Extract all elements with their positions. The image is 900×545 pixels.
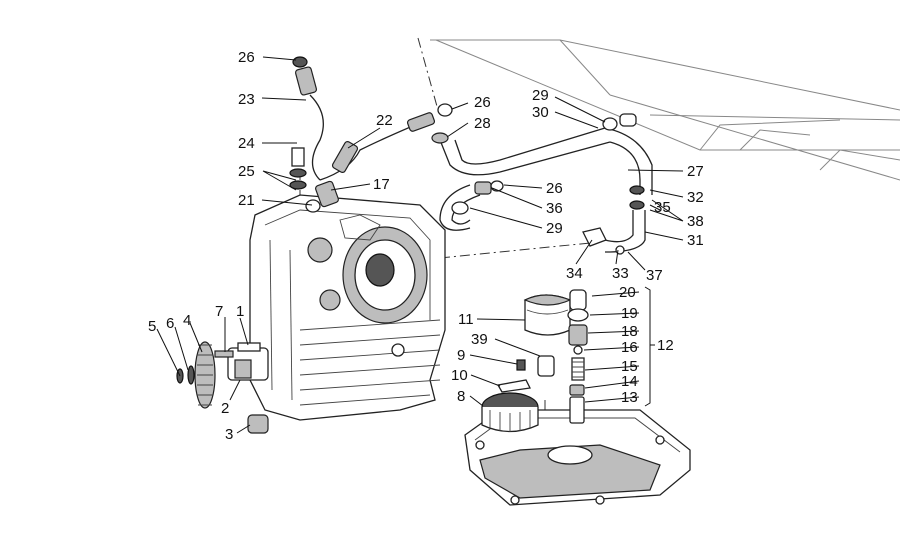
callout-10: 10: [451, 367, 468, 384]
crankcase-housing: [249, 194, 446, 421]
callout-12: 12: [657, 337, 674, 354]
callout-1: 1: [236, 303, 244, 320]
leader-lines: [156, 56, 684, 434]
callout-38: 38: [687, 213, 704, 230]
callout-33: 33: [612, 265, 629, 282]
callout-36: 36: [546, 200, 563, 217]
callout-11: 11: [458, 311, 474, 328]
callout-29-lower: 29: [546, 220, 563, 237]
callout-9: 9: [457, 347, 465, 364]
callout-37: 37: [646, 267, 663, 284]
callout-18: 18: [621, 323, 638, 340]
callout-35: 35: [654, 199, 671, 216]
callout-5: 5: [148, 318, 156, 335]
callout-26-upper: 26: [474, 94, 491, 111]
callout-34: 34: [566, 265, 583, 282]
callout-23: 23: [238, 91, 255, 108]
callout-21: 21: [238, 192, 255, 209]
callout-26: 26: [238, 49, 255, 66]
callout-6: 6: [166, 315, 174, 332]
callout-8: 8: [457, 388, 465, 405]
callout-26-middle: 26: [546, 180, 563, 197]
callout-22: 22: [376, 112, 393, 129]
callout-24: 24: [238, 135, 255, 152]
callout-28: 28: [474, 115, 491, 132]
callout-2: 2: [221, 400, 229, 417]
callout-15: 15: [621, 358, 638, 375]
oil-filter-valve-parts: [481, 289, 589, 433]
callout-16: 16: [621, 339, 638, 356]
callout-14: 14: [621, 373, 638, 390]
callout-39: 39: [471, 331, 488, 348]
callout-31: 31: [687, 232, 704, 249]
sensor-cable-assembly: [289, 56, 436, 213]
callout-17: 17: [373, 176, 390, 193]
callout-30: 30: [532, 104, 549, 121]
callout-3: 3: [225, 426, 233, 443]
callout-4: 4: [183, 312, 191, 329]
callout-27: 27: [687, 163, 704, 180]
oil-pump-assembly: [176, 341, 269, 434]
callout-13: 13: [621, 389, 638, 406]
callout-32: 32: [687, 189, 704, 206]
breather-hoses: [431, 103, 653, 255]
callout-7: 7: [215, 303, 223, 320]
callout-25: 25: [238, 163, 255, 180]
callout-29: 29: [532, 87, 549, 104]
callout-19: 19: [621, 305, 638, 322]
callout-20: 20: [619, 284, 636, 301]
frame-background-lines: [430, 39, 900, 181]
callout-labels: 26 23 24 25 21 22 17 26 28 29 30 27 32 3…: [148, 49, 704, 443]
